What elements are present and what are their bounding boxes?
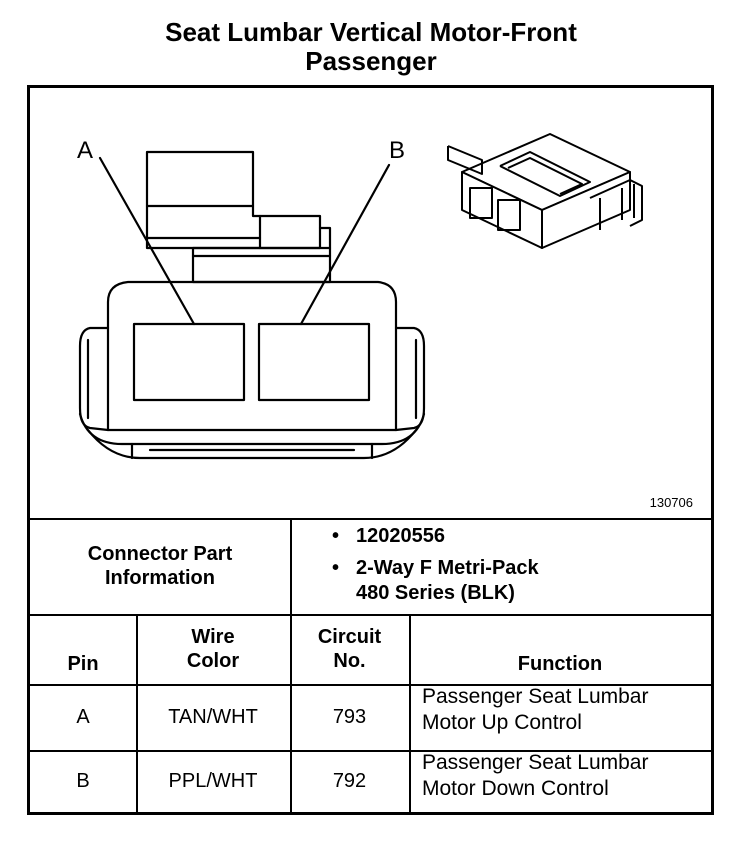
connector-drawing: A B	[77, 133, 643, 460]
table-row-pin: B	[76, 770, 90, 792]
connector-body	[106, 280, 398, 432]
divider	[30, 614, 711, 616]
table-row-function: Passenger Seat Lumbar Motor Down Control	[409, 750, 711, 812]
part-number: 12020556	[328, 524, 539, 549]
divider	[290, 614, 292, 812]
table-row-function: Passenger Seat Lumbar Motor Up Control	[409, 684, 711, 750]
leader-b	[299, 163, 391, 326]
function-line1: Passenger Seat Lumbar	[422, 685, 649, 708]
header-pin: Pin	[67, 653, 99, 675]
cavity-a	[132, 322, 246, 402]
table-row-pin: A	[76, 706, 90, 728]
function-line2: Motor Up Control	[422, 711, 582, 734]
header-circuit-line1: Circuit	[317, 626, 382, 648]
figure-id: 130706	[649, 495, 693, 510]
pin-label-b: B	[389, 137, 405, 164]
header-wire-color: Wire Color	[136, 614, 290, 684]
divider	[290, 518, 292, 614]
header-wire-color-line1: Wire	[191, 626, 235, 648]
divider	[409, 614, 411, 812]
table-row-circuit: 792	[332, 770, 367, 792]
page-title: Seat Lumbar Vertical Motor-Front	[165, 17, 577, 47]
connector-info-details: 12020556 2-Way F Metri-Pack 480 Series (…	[328, 524, 539, 606]
divider	[30, 684, 711, 686]
table-row-wire-color: PPL/WHT	[168, 770, 258, 792]
table-row-wire-color: TAN/WHT	[168, 706, 258, 728]
header-wire-color-line2: Color	[186, 650, 240, 672]
connector-info-label-line1: Connector Part	[87, 543, 233, 565]
leader-a	[98, 156, 196, 326]
header-circuit-line2: No.	[333, 650, 366, 672]
header-function: Function	[517, 653, 603, 675]
divider	[136, 614, 138, 812]
function-line2: Motor Down Control	[422, 777, 609, 800]
header-circuit: Circuit No.	[290, 614, 409, 684]
divider	[30, 518, 711, 520]
connector-info-label-line2: Information	[105, 567, 215, 589]
connector-info-label: Connector Part Information	[30, 518, 290, 614]
connector-iso-view	[447, 133, 643, 249]
connector-panel: A B 130706 Connector Part Information 12…	[27, 85, 714, 815]
page-title-line2: Passenger	[305, 46, 437, 76]
connector-description-line2: 480 Series (BLK)	[356, 582, 515, 604]
table-row-circuit: 793	[332, 706, 367, 728]
connector-latch	[145, 150, 255, 208]
pin-label-a: A	[77, 137, 93, 164]
cavity-b	[257, 322, 371, 402]
connector-description: 2-Way F Metri-Pack	[328, 556, 539, 581]
function-line1: Passenger Seat Lumbar	[422, 751, 649, 774]
divider	[30, 750, 711, 752]
